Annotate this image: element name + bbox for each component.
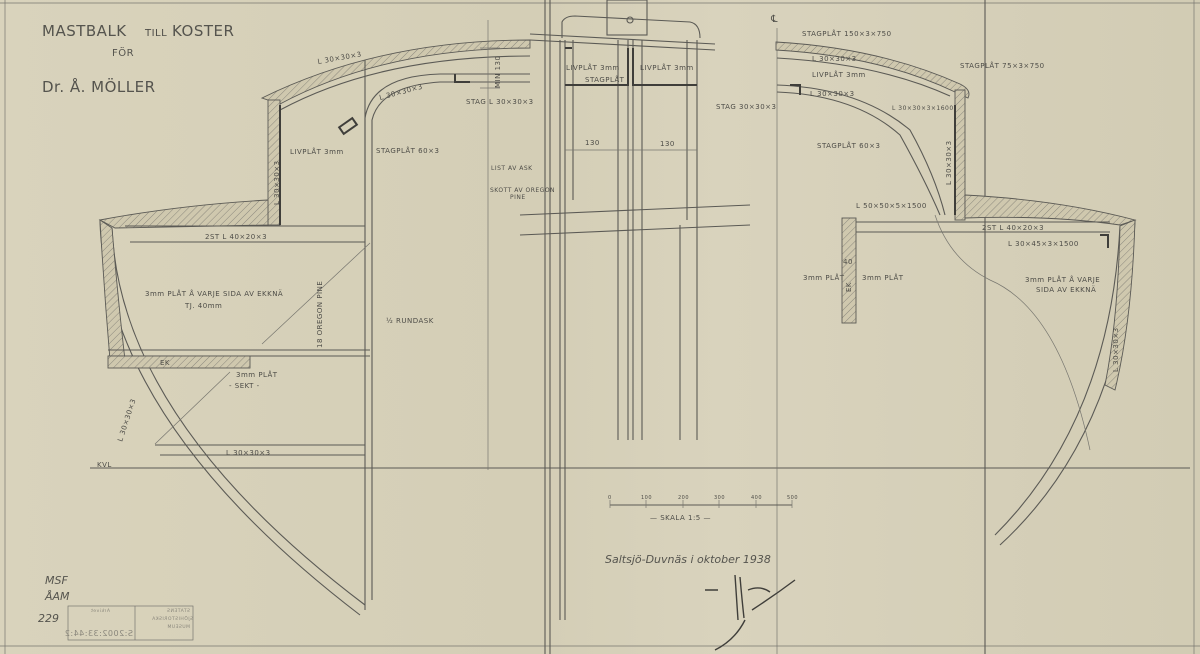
title-owner: Dr. Å. MÖLLER <box>42 77 156 96</box>
label: LIVPLÅT 3mm <box>812 70 866 79</box>
title-for: FÖR <box>112 46 134 59</box>
label: ½ RUNDASK <box>386 317 434 325</box>
label: STAGPLÅT <box>585 75 625 84</box>
label: KVL <box>97 461 112 469</box>
label: 3mm PLÅT <box>803 273 845 282</box>
scale-tick-label: 500 <box>787 495 798 501</box>
label: STAG 30×30×3 <box>716 103 777 111</box>
title-till: TILL <box>144 28 167 39</box>
label: L 30×30×3 <box>810 90 855 98</box>
title-mastbalk: MASTBALK <box>42 22 127 40</box>
label: STAGPLÅT 60×3 <box>817 141 880 150</box>
signature <box>705 574 796 651</box>
label: LIVPLÅT 3mm <box>566 63 620 72</box>
label: SIDA AV EKKNÄ <box>1036 285 1096 294</box>
label: 18 OREGON PINE <box>316 281 324 348</box>
mirrored-stamp-text: STATENS SJÖHISTORISKA MUSEUM Arkivet S:2… <box>64 608 193 638</box>
label: L 30×30×3 <box>378 83 423 102</box>
label: L 30×30×3 <box>1112 327 1120 372</box>
scale-tick-label: 400 <box>751 495 762 501</box>
label: L 30×30×3 <box>273 160 281 205</box>
right-section <box>775 28 1137 654</box>
stamp-id: S:2002:33:44:2 <box>64 629 133 638</box>
label: L 30×45×3×1500 <box>1008 240 1079 248</box>
archive-mark: MSF <box>45 574 68 587</box>
title-koster: KOSTER <box>172 22 234 40</box>
archive-mark: ÅAM <box>44 590 70 603</box>
label: - SEKT - <box>229 382 260 390</box>
label: 3mm PLÅT Å VARJE SIDA AV EKKNÄ <box>145 289 283 298</box>
stamp-text: Arkivet <box>91 608 110 614</box>
scale-label: — SKALA 1:5 — <box>650 514 711 522</box>
stamp-text: SJÖHISTORISKA <box>151 615 193 622</box>
label: L 50×50×5×1500 <box>856 202 927 210</box>
label: 130 <box>660 140 675 148</box>
scale-tick-label: 300 <box>714 495 725 501</box>
label: LIVPLÅT 3mm <box>640 63 694 72</box>
scale-bar <box>609 500 793 508</box>
label: L 30×30×3×1600 <box>892 105 954 112</box>
label: LIST AV ASK <box>491 165 533 172</box>
middle-section <box>519 0 751 654</box>
label: L 30×30×3 <box>317 50 362 66</box>
label: 3mm PLÅT <box>236 370 278 379</box>
label: LIVPLÅT 3mm <box>290 147 344 156</box>
label: TJ. 40mm <box>184 302 222 310</box>
archive-number: 229 <box>38 612 59 625</box>
label: STAGPLÅT 60×3 <box>376 146 439 155</box>
archive-stamp <box>67 605 194 641</box>
label: PINE <box>510 194 526 201</box>
label: STAGPLÅT 75×3×750 <box>960 61 1045 70</box>
label: 3mm PLÅT <box>862 273 904 282</box>
label: EK <box>160 359 170 367</box>
label: 2ST L 40×20×3 <box>205 233 267 241</box>
label: 40 <box>843 258 853 266</box>
label: 130 <box>585 139 600 147</box>
left-section <box>98 20 531 616</box>
label: MIN 130 <box>494 56 502 88</box>
label: 3mm PLÅT Å VARJE <box>1025 275 1100 284</box>
centerline-symbol: ℄ <box>770 14 778 25</box>
label: 2ST L 40×20×3 <box>982 224 1044 232</box>
scale-tick-label: 100 <box>641 495 652 501</box>
label: L 30×30×3 <box>945 140 953 185</box>
label: STAG L 30×30×3 <box>466 98 534 106</box>
place-date: Saltsjö-Duvnäs i oktober 1938 <box>605 553 771 566</box>
label: L 30×30×3 <box>812 55 857 63</box>
label: SKOTT AV OREGON <box>490 187 555 194</box>
stamp-text: STATENS <box>167 608 190 614</box>
label: L 30×30×3 <box>226 449 271 457</box>
scale-tick-label: 200 <box>678 495 689 501</box>
label: EK <box>845 282 853 292</box>
stamp-text: MUSEUM <box>167 624 190 630</box>
label: STAGPLÅT 150×3×750 <box>802 29 892 38</box>
scale-tick-label: 0 <box>608 495 612 501</box>
label: L 30×30×3 <box>116 398 137 443</box>
